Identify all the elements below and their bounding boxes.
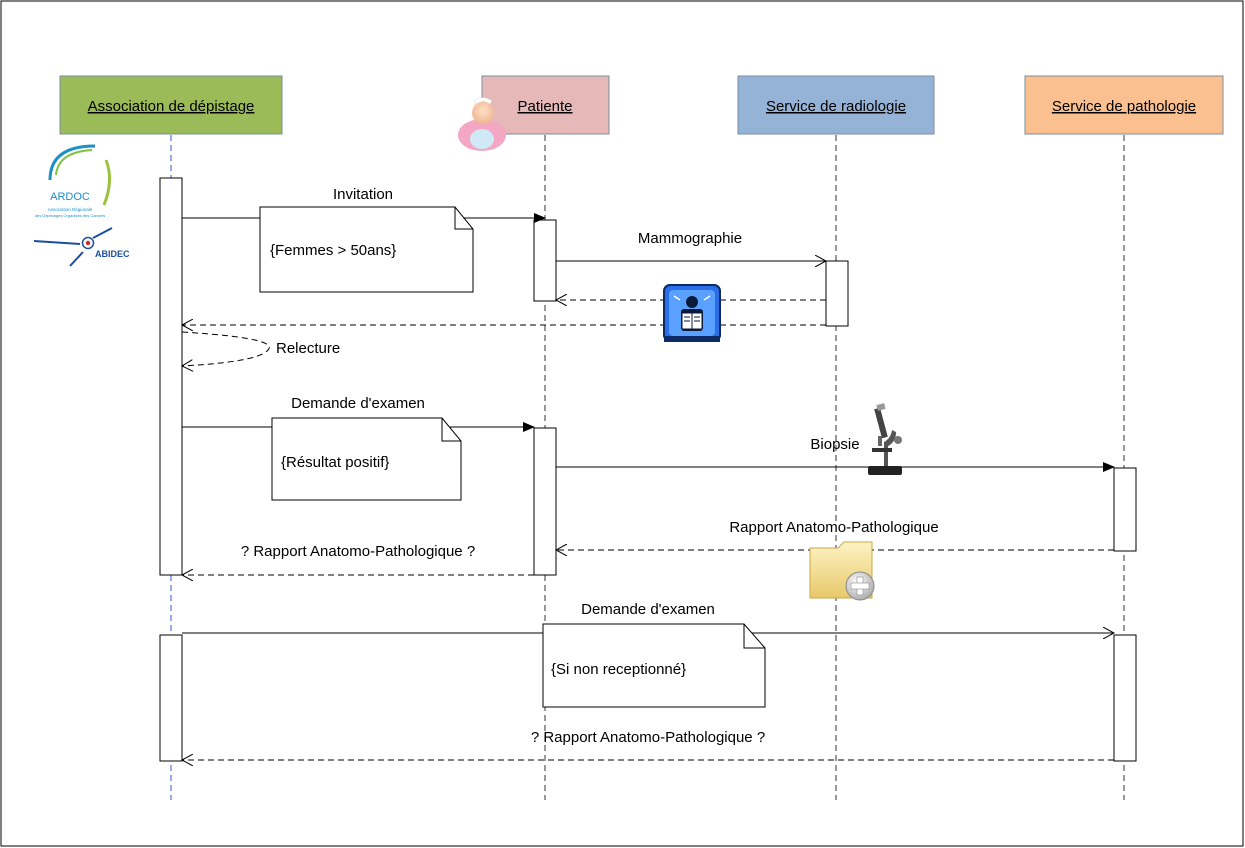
actor-pathologie[interactable]: Service de pathologie xyxy=(1024,75,1224,135)
activation-radiologie xyxy=(825,260,849,327)
note-si-non-text: {Si non receptionné} xyxy=(551,661,686,678)
actor-radiologie-label: Service de radiologie xyxy=(766,98,906,115)
xray-viewer-icon xyxy=(663,284,721,342)
svg-text:Association Régionale: Association Régionale xyxy=(48,207,93,212)
note-resultat-text: {Résultat positif} xyxy=(281,454,389,471)
svg-text:ARDOC: ARDOC xyxy=(50,191,90,203)
abidec-logo: ABIDEC xyxy=(33,227,130,267)
return-rapport-q1-label: ? Rapport Anatomo-Pathologique ? xyxy=(241,543,475,560)
message-demande-1-label: Demande d'examen xyxy=(291,395,425,412)
message-demande-2-label: Demande d'examen xyxy=(581,601,715,618)
note-si-non: {Si non receptionné} xyxy=(542,623,766,708)
actor-association-label: Association de dépistage xyxy=(88,98,255,115)
svg-text:ABIDEC: ABIDEC xyxy=(95,249,130,259)
message-mammographie-label: Mammographie xyxy=(638,230,742,247)
actor-pathologie-label: Service de pathologie xyxy=(1052,98,1196,115)
note-resultat: {Résultat positif} xyxy=(271,417,462,501)
folder-add-icon xyxy=(809,541,875,601)
message-biopsie-label: Biopsie xyxy=(810,436,859,453)
actor-patiente-label: Patiente xyxy=(517,98,572,115)
return-rapport-label: Rapport Anatomo-Pathologique xyxy=(729,519,938,536)
message-relecture xyxy=(182,331,270,366)
svg-text:des Dépistages Organisés des C: des Dépistages Organisés des Cancers xyxy=(35,213,105,218)
actor-association[interactable]: Association de dépistage xyxy=(59,75,283,135)
microscope-icon xyxy=(868,403,902,475)
nurse-avatar-icon xyxy=(458,97,506,151)
note-femmes-text: {Femmes > 50ans} xyxy=(270,242,396,259)
activation-pathologie-1 xyxy=(1113,467,1137,552)
actor-radiologie[interactable]: Service de radiologie xyxy=(737,75,935,135)
message-relecture-label: Relecture xyxy=(276,340,340,357)
activation-patiente-2 xyxy=(533,427,557,576)
activation-patiente-1 xyxy=(533,219,557,302)
activation-association-2 xyxy=(159,634,183,762)
activation-association-1 xyxy=(159,177,183,576)
activation-pathologie-2 xyxy=(1113,634,1137,762)
return-rapport-q2-label: ? Rapport Anatomo-Pathologique ? xyxy=(531,729,765,746)
ardoc-logo: ARDOC Association Régionale des Dépistag… xyxy=(35,144,111,218)
message-invitation-label: Invitation xyxy=(333,186,393,203)
actor-patiente[interactable]: Patiente xyxy=(481,75,610,135)
note-femmes: {Femmes > 50ans} xyxy=(259,206,474,293)
